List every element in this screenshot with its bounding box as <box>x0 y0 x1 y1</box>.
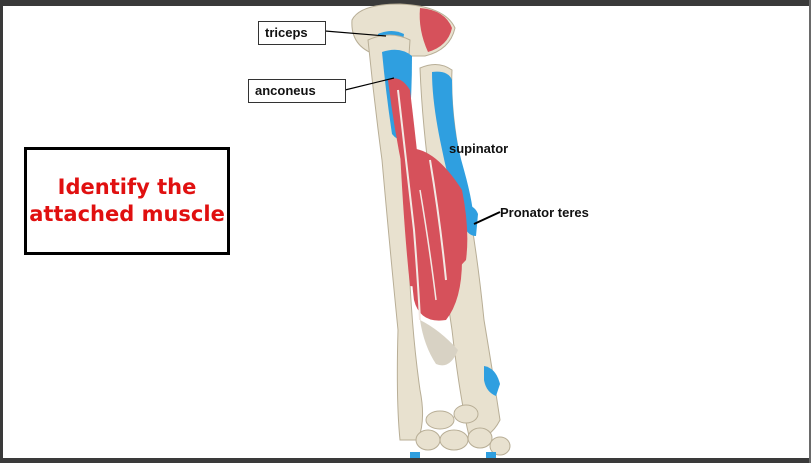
window-frame-top <box>0 0 811 6</box>
prompt-text: Identify the attached muscle <box>29 175 225 226</box>
tendon-line-3 <box>419 189 437 301</box>
window-frame-right <box>809 0 811 463</box>
pronator-leader-line <box>473 211 501 225</box>
label-supinator: supinator <box>449 141 509 156</box>
label-anconeus: anconeus <box>248 79 346 103</box>
supinator-blue-region <box>432 71 474 229</box>
anconeus-leader-line <box>344 77 395 91</box>
tendon-line-2 <box>429 159 447 281</box>
prompt-box: Identify the attached muscle <box>24 147 230 255</box>
carpal-bones <box>410 404 511 458</box>
pronator-blue-region <box>464 205 478 236</box>
label-pronator-teres: Pronator teres <box>500 205 589 220</box>
triceps-leader-line <box>324 30 387 37</box>
interosseous-membrane <box>420 320 458 366</box>
humerus-red-attachment <box>419 8 452 52</box>
tendon-line-1 <box>397 89 421 321</box>
distal-blue-region <box>484 366 500 396</box>
red-origin-lower <box>411 239 462 321</box>
window-frame-left <box>0 0 3 463</box>
window-frame-bottom <box>0 458 811 463</box>
label-triceps: triceps <box>258 21 326 45</box>
